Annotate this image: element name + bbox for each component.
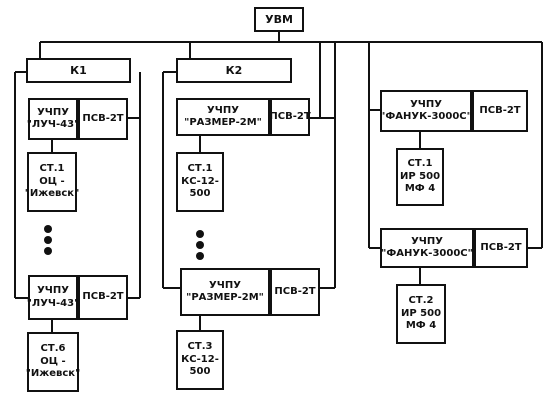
branch2-psv-bottom: ПСВ-2Т bbox=[270, 268, 320, 316]
branch1-station-top: СТ.1 ОЦ - "Ижевск" bbox=[25, 152, 79, 212]
branch1-psv-top: ПСВ-2Т bbox=[78, 98, 128, 140]
branch2-station-top: СТ.1 КС-12- 500 bbox=[176, 152, 224, 212]
continuation-dot bbox=[44, 236, 52, 244]
branch3-station-bottom: СТ.2 ИР 500 МФ 4 bbox=[396, 284, 446, 344]
continuation-dot bbox=[196, 230, 204, 238]
continuation-dot bbox=[196, 241, 204, 249]
continuation-dot bbox=[44, 247, 52, 255]
branch1-station-bottom: СТ.6 ОЦ - "Ижевск" bbox=[26, 332, 80, 392]
branch3-psv-top: ПСВ-2Т bbox=[472, 90, 528, 132]
branch3-psv-bottom: ПСВ-2Т bbox=[474, 228, 528, 268]
branch1-psv-bottom: ПСВ-2Т bbox=[78, 275, 128, 320]
continuation-dot bbox=[196, 252, 204, 260]
k2-box: К2 bbox=[176, 58, 292, 83]
branch2-psv-top: ПСВ-2Т bbox=[269, 98, 311, 136]
branch2-station-bottom: СТ.3 КС-12- 500 bbox=[176, 330, 224, 390]
branch1-uchpu-bottom: УЧПУ "ЛУЧ-43" bbox=[27, 275, 79, 320]
branch3-uchpu-top: УЧПУ "ФАНУК-3000С" bbox=[380, 90, 472, 132]
k1-box: К1 bbox=[26, 58, 131, 83]
branch3-station-top: СТ.1 ИР 500 МФ 4 bbox=[396, 148, 444, 206]
branch1-uchpu-top: УЧПУ "ЛУЧ-43" bbox=[27, 98, 79, 140]
branch3-uchpu-bottom: УЧПУ "ФАНУК-3000С" bbox=[380, 228, 474, 268]
branch2-uchpu-top: УЧПУ "РАЗМЕР-2М" bbox=[176, 98, 270, 136]
uvm-box: УВМ bbox=[254, 7, 304, 32]
branch2-uchpu-bottom: УЧПУ "РАЗМЕР-2М" bbox=[180, 268, 270, 316]
continuation-dot bbox=[44, 225, 52, 233]
